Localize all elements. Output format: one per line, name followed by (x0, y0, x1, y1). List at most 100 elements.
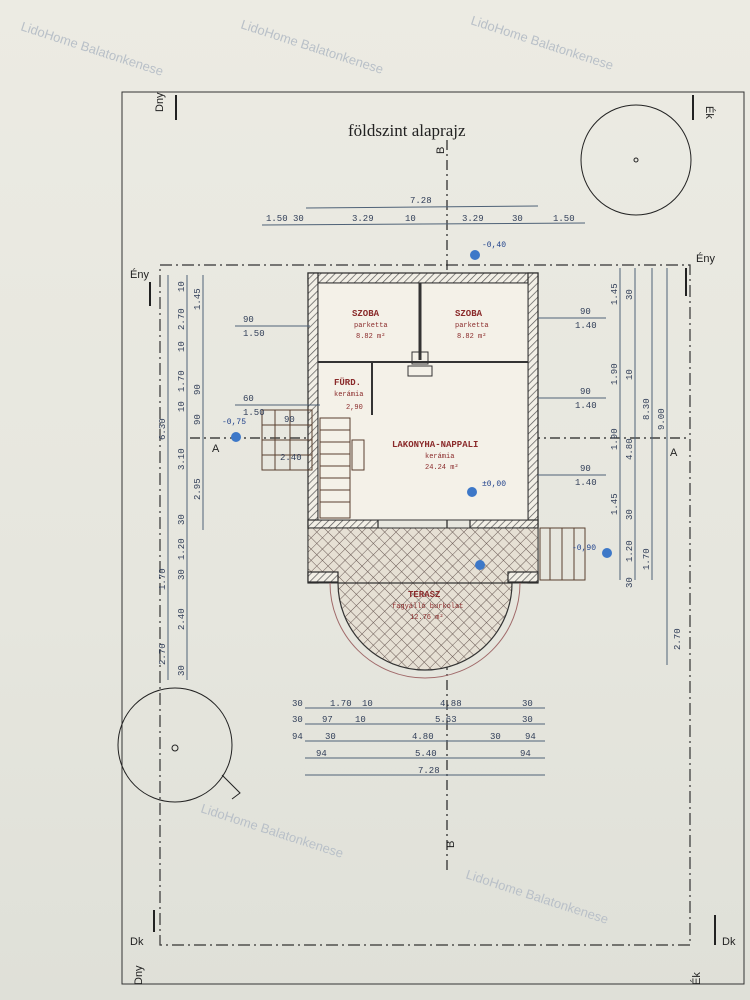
tree-symbol (117, 104, 692, 803)
dimension-label: 10 (177, 401, 187, 412)
dimension-label: 8.30 (642, 398, 652, 420)
level-label: -0,90 (572, 544, 596, 553)
dimension-label: 10 (362, 699, 373, 709)
window-width: 90 (243, 315, 254, 325)
dimension-label: 7.28 (418, 766, 440, 776)
dimension-label: 30 (293, 214, 304, 224)
watermark-text: LidoHome Balatonkenese (19, 19, 165, 79)
dimension-label: 5.40 (415, 749, 437, 759)
right-dimensions: 9.008.301.702.7030104.80301.20301.451.90… (610, 268, 683, 665)
dimension-label: 30 (292, 715, 303, 725)
window-width: 60 (243, 394, 254, 404)
dimension-label: 30 (177, 665, 187, 676)
corner-labels: Dny Ék Ény Ény Dk Dk Dny Ék (130, 92, 736, 985)
dimension-label: 6.30 (158, 418, 168, 440)
dimension-label: 2.70 (158, 643, 168, 665)
dimension-label: 5.63 (435, 715, 457, 725)
dimension-label: 4.80 (412, 732, 434, 742)
dimension-label: 10 (355, 715, 366, 725)
dimension-label: 1.20 (625, 540, 635, 562)
corner-label: Ék (703, 106, 716, 119)
room-area: 12.76 m² (410, 614, 444, 622)
watermark-text: LidoHome Balatonkenese (239, 17, 385, 77)
room-floor: parketta (354, 322, 388, 330)
dimension-label: 90 (193, 414, 203, 425)
room-name: SZOBA (455, 309, 483, 319)
dimension-label: 3.10 (177, 448, 187, 470)
dimension-label: 7.28 (410, 196, 432, 206)
room-szoba-left: SZOBA parketta 8.82 m² (352, 309, 388, 341)
room-area: 24.24 m² (425, 464, 459, 472)
dimension-label: 94 (292, 732, 303, 742)
level-markers: -0,40 -0,75 ±0,00 -0,90 (222, 241, 612, 570)
level-label: -0,75 (222, 418, 246, 427)
dimension-label: 10 (405, 214, 416, 224)
corner-label: Dny (133, 965, 145, 985)
window-labels: 90 1.50 60 1.50 90 1.40 90 1.40 90 1.40 … (235, 307, 606, 488)
dimension-label: 97 (322, 715, 333, 725)
terrace (307, 527, 539, 679)
window-width: 90 (580, 307, 591, 317)
room-area: 8.82 m² (457, 333, 486, 341)
window-height: 1.40 (575, 478, 597, 488)
dimension-label: 1.45 (193, 288, 203, 310)
dimension-label: 30 (490, 732, 501, 742)
level-label: -0,40 (482, 241, 506, 250)
room-floor: fagyálló burkolat (392, 603, 463, 611)
room-name: LAKONYHA-NAPPALI (392, 440, 478, 450)
window-height: 1.40 (575, 401, 597, 411)
staircase (261, 409, 586, 581)
dimension-label: 10 (177, 341, 187, 352)
room-living-kitchen: LAKONYHA-NAPPALI kerámia 24.24 m² (392, 440, 478, 472)
dimension-label: 90 (193, 384, 203, 395)
dimension-label: 30 (325, 732, 336, 742)
building-walls (307, 272, 539, 584)
room-area: 8.82 m² (356, 333, 385, 341)
corner-label: Ék (690, 972, 703, 985)
window-width: 90 (284, 415, 295, 425)
dimension-label: 30 (625, 509, 635, 520)
corner-label: Dny (154, 92, 166, 112)
dimension-label: 1.45 (610, 493, 620, 515)
top-dimensions: 7.28 1.50 30 3.29 10 3.29 30 1.50 (261, 196, 586, 226)
dimension-label: 30 (292, 699, 303, 709)
dimension-label: 2.40 (177, 608, 187, 630)
dimension-label: 4.80 (625, 438, 635, 460)
plan-title: földszint alaprajz (348, 121, 466, 140)
room-area: 2,90 (346, 404, 363, 412)
room-bathroom: FÜRD. kerámia 2,90 (334, 377, 363, 412)
section-mark-right: A (670, 447, 678, 459)
corner-label: Ény (130, 268, 149, 281)
window-height: 1.50 (243, 408, 265, 418)
room-floor: parketta (455, 322, 489, 330)
dimension-label: 1.70 (158, 568, 168, 590)
dimension-label: 2.70 (673, 628, 683, 650)
dimension-label: 1.45 (610, 283, 620, 305)
room-szoba-right: SZOBA parketta 8.82 m² (455, 309, 489, 341)
room-terrace: TERASZ fagyálló burkolat 12.76 m² (392, 590, 463, 622)
dimension-label: 30 (625, 577, 635, 588)
level-label: ±0,00 (482, 480, 506, 489)
room-floor: kerámia (334, 391, 363, 399)
plot-boundary (121, 91, 745, 985)
dimension-label: 30 (625, 289, 635, 300)
dimension-label: 1.50 (266, 214, 288, 224)
watermark-text: LidoHome Balatonkenese (469, 13, 615, 73)
dimension-label: 2.70 (177, 308, 187, 330)
dimension-label: 30 (177, 514, 187, 525)
dimension-label: 94 (520, 749, 531, 759)
room-name: SZOBA (352, 309, 380, 319)
dimension-label: 10 (177, 281, 187, 292)
dimension-label: 4.88 (440, 699, 462, 709)
corner-label: Ény (696, 252, 715, 265)
dimension-label: 1.90 (610, 428, 620, 450)
section-mark-bottom: B (445, 841, 457, 848)
corner-label: Dk (722, 936, 736, 948)
dimension-label: 30 (522, 699, 533, 709)
watermark-text: LidoHome Balatonkenese (464, 867, 610, 927)
dimension-label: 1.90 (610, 363, 620, 385)
dimension-label: 2.95 (193, 478, 203, 500)
dimension-label: 3.29 (462, 214, 484, 224)
corner-label: Dk (130, 936, 144, 948)
